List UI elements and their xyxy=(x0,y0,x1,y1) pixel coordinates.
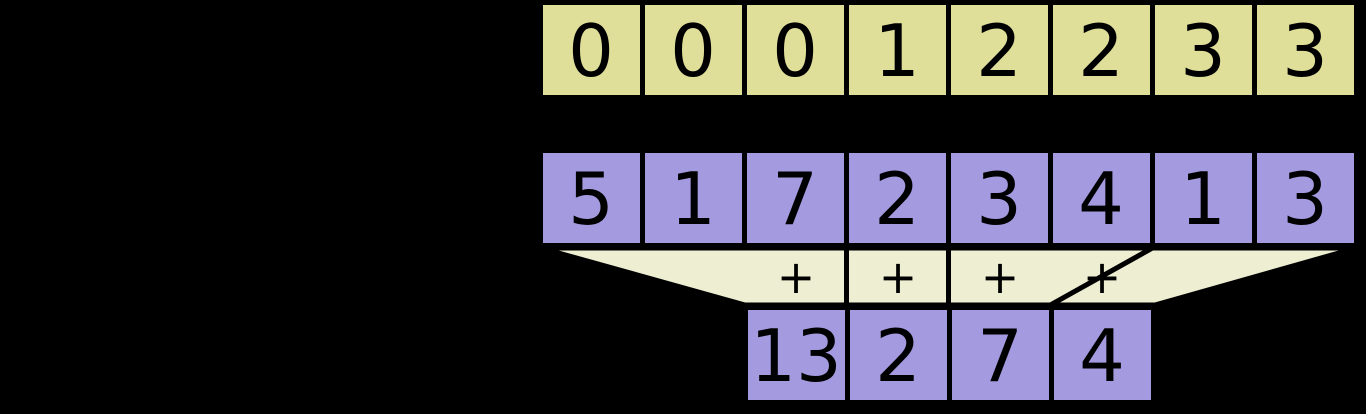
value-cell-label: 3 xyxy=(976,157,1022,241)
value-cell-label: 1 xyxy=(670,157,716,241)
result-cell-label: 13 xyxy=(750,314,842,398)
operator-plus-icon: + xyxy=(1083,250,1122,304)
segment-id-cell xyxy=(742,0,849,100)
operator-plus-icon: + xyxy=(981,250,1020,304)
segment-id-cell-label: 2 xyxy=(1078,9,1124,93)
segment-ids-row: 0 0 0 1 2 2 3 3 xyxy=(538,0,1359,100)
segment-id-cell xyxy=(1150,0,1257,100)
result-cell xyxy=(845,305,952,405)
segment-id-cell xyxy=(538,0,645,100)
value-cell xyxy=(1048,148,1155,248)
segment-id-cell-label: 0 xyxy=(568,9,614,93)
segment-id-cell-label: 0 xyxy=(772,9,818,93)
value-cell xyxy=(1252,148,1359,248)
segment-id-cell-label: 0 xyxy=(670,9,716,93)
operator-row: + + + + xyxy=(777,250,1122,304)
value-cell-label: 4 xyxy=(1078,157,1124,241)
result-cell-label: 7 xyxy=(977,314,1023,398)
segment-id-cell-label: 1 xyxy=(874,9,920,93)
value-cell xyxy=(1150,148,1257,248)
segment-id-cell xyxy=(1252,0,1359,100)
result-cell-label: 4 xyxy=(1079,314,1125,398)
result-cell xyxy=(1049,305,1156,405)
value-cell-label: 5 xyxy=(568,157,614,241)
segment-id-cell-label: 3 xyxy=(1180,9,1226,93)
segment-id-cell xyxy=(640,0,747,100)
value-cell xyxy=(742,148,849,248)
value-cell xyxy=(844,148,951,248)
results-row: 13 2 7 4 xyxy=(743,305,1156,405)
value-cell-label: 1 xyxy=(1180,157,1226,241)
segment-id-cell-label: 2 xyxy=(976,9,1022,93)
value-cell-label: 7 xyxy=(772,157,818,241)
values-row: 5 1 7 2 3 4 1 3 xyxy=(538,148,1359,248)
value-cell-label: 2 xyxy=(874,157,920,241)
result-cell-label: 2 xyxy=(875,314,921,398)
operator-plus-icon: + xyxy=(777,250,816,304)
segment-id-cell-label: 3 xyxy=(1282,9,1328,93)
value-cell-label: 3 xyxy=(1282,157,1328,241)
reduction-funnel-group xyxy=(539,245,1358,308)
segment-id-cell xyxy=(946,0,1053,100)
operator-plus-icon: + xyxy=(879,250,918,304)
